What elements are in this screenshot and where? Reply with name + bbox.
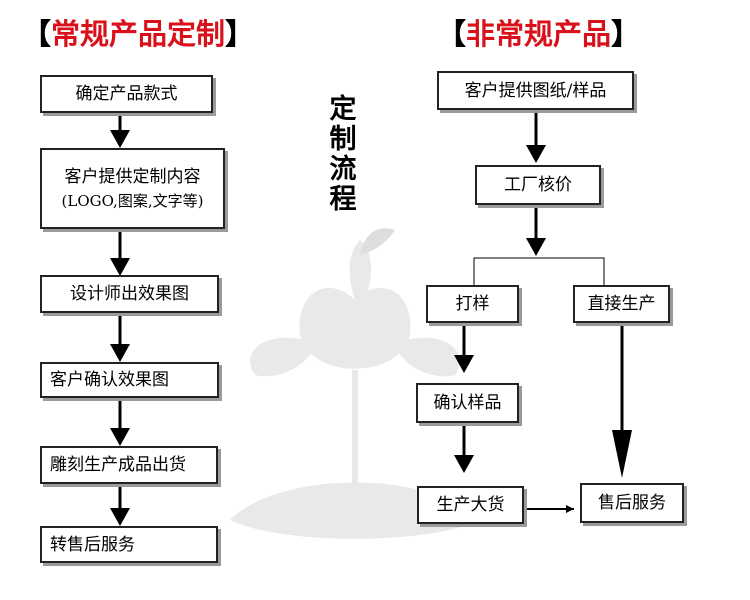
- center-title-char: 定: [329, 94, 357, 125]
- arrowhead: [612, 430, 632, 478]
- step-label: 工厂核价: [504, 175, 572, 195]
- step-label: 转售后服务: [50, 534, 135, 555]
- step-label: 售后服务: [598, 493, 666, 513]
- right-title-close-bracket: 】: [611, 17, 641, 51]
- step-label: 雕刻生产成品出货: [50, 455, 186, 475]
- step-label: 确定产品款式: [75, 84, 178, 104]
- step-customer-confirms: 客户确认效果图: [40, 362, 219, 398]
- arrowhead: [110, 130, 130, 148]
- step-label: 确认样品: [433, 393, 502, 413]
- arrowhead: [110, 258, 130, 276]
- left-title-open-bracket: 【: [22, 17, 52, 51]
- center-title-char: 程: [329, 184, 357, 215]
- step-direct-production: 直接生产: [573, 285, 670, 323]
- left-title-text: 常规产品定制: [51, 17, 226, 51]
- left-title: 【常规产品定制】: [22, 17, 254, 51]
- step-customer-provides-content: 客户提供定制内容 (LOGO,图案,文字等): [40, 148, 225, 229]
- arrowhead: [454, 355, 474, 373]
- center-title-char: 流: [329, 154, 357, 185]
- arrowhead: [526, 145, 546, 163]
- center-vertical-title: 定 制 流 程: [327, 95, 359, 215]
- step-engrave-produce-ship: 雕刻生产成品出货: [40, 446, 218, 484]
- arrowhead: [110, 344, 130, 362]
- right-title: 【非常规产品】: [437, 17, 640, 51]
- arrowhead: [110, 428, 130, 446]
- step-label: 打样: [455, 294, 490, 314]
- step-label: 客户提供定制内容: [64, 166, 201, 187]
- step-designer-renders: 设计师出效果图: [40, 275, 219, 313]
- step-sampling: 打样: [426, 285, 519, 323]
- right-title-text: 非常规产品: [466, 17, 612, 51]
- left-title-close-bracket: 】: [225, 17, 255, 51]
- step-mass-production: 生产大货: [417, 486, 524, 524]
- step-sublabel: (LOGO,图案,文字等): [61, 191, 204, 210]
- branch-connector: [473, 257, 605, 285]
- step-confirm-style: 确定产品款式: [40, 75, 213, 113]
- step-factory-quote: 工厂核价: [475, 165, 601, 205]
- step-label: 生产大货: [436, 495, 505, 515]
- arrowhead: [526, 238, 546, 256]
- right-title-open-bracket: 【: [437, 17, 467, 51]
- step-label: 客户确认效果图: [50, 370, 169, 390]
- step-after-sales-service: 售后服务: [580, 483, 684, 523]
- arrowhead: [454, 455, 474, 473]
- step-label: 直接生产: [587, 294, 656, 314]
- step-label: 客户提供图纸/样品: [464, 80, 607, 101]
- step-customer-provides-drawing: 客户提供图纸/样品: [437, 71, 634, 110]
- center-title-char: 制: [329, 124, 357, 155]
- step-label: 设计师出效果图: [70, 284, 189, 304]
- step-after-sales: 转售后服务: [40, 526, 218, 563]
- step-confirm-sample: 确认样品: [416, 383, 519, 423]
- arrowhead: [110, 508, 130, 526]
